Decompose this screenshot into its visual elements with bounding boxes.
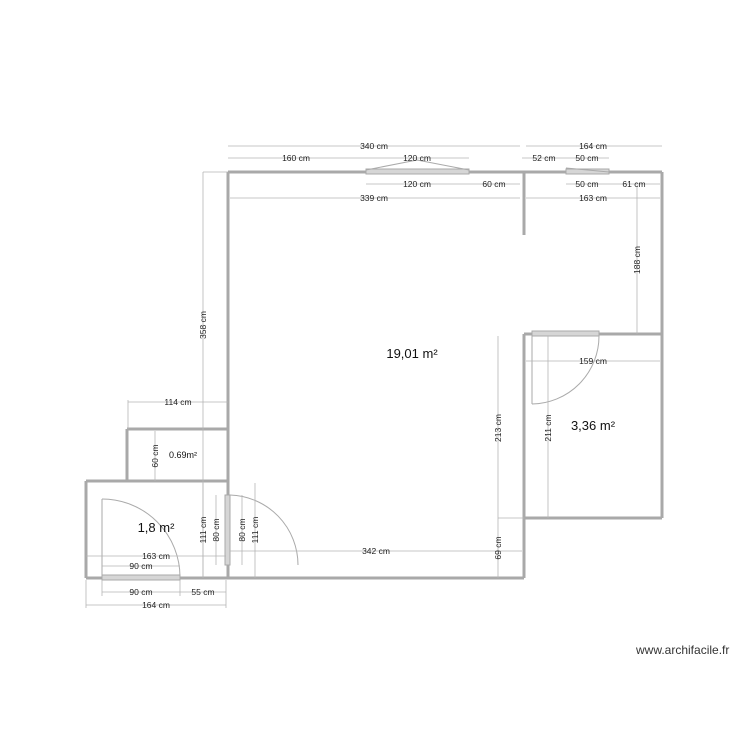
window-marks xyxy=(365,159,610,173)
room-area-main: 19,01 m² xyxy=(386,346,438,361)
svg-text:358 cm: 358 cm xyxy=(198,311,208,339)
svg-text:164 cm: 164 cm xyxy=(142,600,170,610)
svg-text:120 cm: 120 cm xyxy=(403,179,431,189)
svg-text:211 cm: 211 cm xyxy=(543,414,553,441)
svg-text:50 cm: 50 cm xyxy=(575,153,598,163)
svg-text:50 cm: 50 cm xyxy=(575,179,598,189)
svg-text:160 cm: 160 cm xyxy=(282,153,310,163)
svg-text:340 cm: 340 cm xyxy=(360,141,388,151)
svg-text:188 cm: 188 cm xyxy=(632,246,642,274)
svg-text:52 cm: 52 cm xyxy=(532,153,555,163)
svg-text:339 cm: 339 cm xyxy=(360,193,388,203)
door-swings xyxy=(101,335,600,578)
svg-text:342 cm: 342 cm xyxy=(362,546,390,556)
room-areas: 19,01 m² 3,36 m² 0.69m² 1,8 m² xyxy=(138,346,616,535)
room-area-right: 3,36 m² xyxy=(571,418,616,433)
svg-text:69 cm: 69 cm xyxy=(493,536,503,559)
room-area-small: 0.69m² xyxy=(169,450,197,460)
svg-text:80 cm: 80 cm xyxy=(237,518,247,541)
svg-text:61 cm: 61 cm xyxy=(622,179,645,189)
svg-text:111 cm: 111 cm xyxy=(198,517,208,544)
svg-text:55 cm: 55 cm xyxy=(191,587,214,597)
svg-text:90 cm: 90 cm xyxy=(129,587,152,597)
svg-text:111 cm: 111 cm xyxy=(250,517,260,544)
svg-text:60 cm: 60 cm xyxy=(482,179,505,189)
dimension-lines xyxy=(85,145,662,608)
svg-text:163 cm: 163 cm xyxy=(142,551,170,561)
svg-text:120 cm: 120 cm xyxy=(403,153,431,163)
svg-text:80 cm: 80 cm xyxy=(211,518,221,541)
dimension-labels: 340 cm 164 cm 160 cm 120 cm 52 cm 50 cm … xyxy=(129,141,645,610)
svg-text:60 cm: 60 cm xyxy=(150,444,160,467)
windows xyxy=(101,168,610,581)
svg-text:90 cm: 90 cm xyxy=(129,561,152,571)
svg-text:163 cm: 163 cm xyxy=(579,193,607,203)
svg-text:114 cm: 114 cm xyxy=(164,397,191,407)
watermark-link[interactable]: www.archifacile.fr xyxy=(636,643,730,657)
svg-text:159 cm: 159 cm xyxy=(579,356,607,366)
room-area-entry: 1,8 m² xyxy=(138,520,176,535)
walls xyxy=(84,170,664,580)
svg-text:213 cm: 213 cm xyxy=(493,414,503,442)
svg-text:164 cm: 164 cm xyxy=(579,141,607,151)
